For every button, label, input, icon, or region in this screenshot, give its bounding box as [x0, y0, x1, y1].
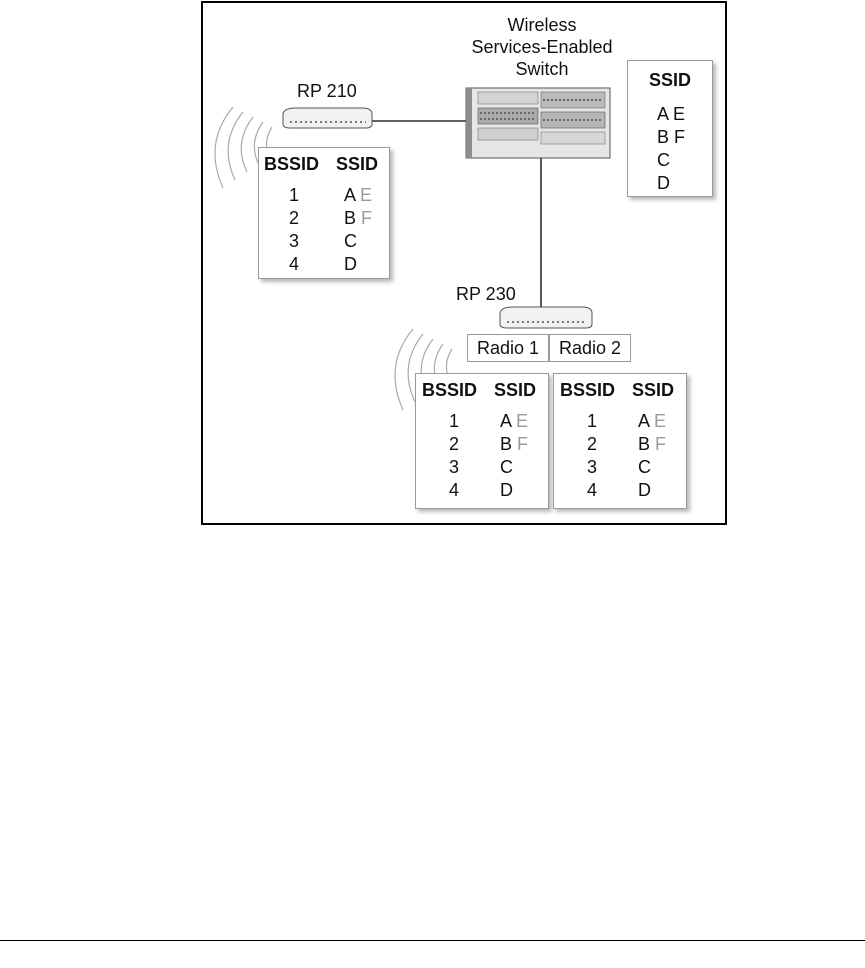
rp230-device — [499, 306, 593, 329]
ssid-extra-dimmed: F — [517, 434, 529, 454]
rp210-device — [282, 107, 373, 129]
switch-title: Wireless Services-Enabled Switch — [447, 14, 637, 80]
ssid-value: A — [500, 411, 512, 431]
ssid-value: A — [638, 411, 650, 431]
radio2-table-card: BSSID SSID 1 A E 2 B F 3 C 4 D — [553, 373, 687, 509]
switch-ssid-row: B F — [657, 127, 686, 147]
rp210-table-card: BSSID SSID 1 A E 2 B F 3 C 4 D — [258, 147, 390, 279]
ssid-extra-dimmed: F — [361, 208, 373, 228]
bssid-header: BSSID — [264, 154, 320, 174]
switch-title-line: Switch — [515, 59, 569, 79]
ssid-extra-dimmed: E — [516, 411, 529, 431]
switch-ssid-row: D — [657, 173, 670, 193]
ssid-cell: A E — [344, 185, 372, 206]
bssid-cell: 4 — [289, 254, 300, 274]
rp210-label: RP 210 — [297, 81, 357, 101]
ssid-cell: C — [638, 457, 651, 477]
switch-ssid-row: C — [657, 150, 670, 170]
ssid-cell: C — [344, 231, 357, 251]
bssid-header: BSSID — [560, 380, 616, 400]
ssid-header: SSID — [336, 154, 379, 174]
ssid-cell: D — [500, 480, 513, 500]
ssid-extra-dimmed: E — [360, 185, 373, 205]
ssid-value: B — [638, 434, 651, 454]
bssid-cell: 2 — [587, 434, 598, 454]
ssid-value: B — [500, 434, 513, 454]
bssid-cell: 2 — [449, 434, 460, 454]
ssid-value: B — [344, 208, 357, 228]
ssid-cell: C — [500, 457, 513, 477]
page-bottom-rule — [0, 940, 865, 941]
bssid-cell: 3 — [449, 457, 460, 477]
radio1-table-card: BSSID SSID 1 A E 2 B F 3 C 4 D — [415, 373, 549, 509]
switch-ssid-card: SSID A E B F C D — [627, 60, 713, 197]
radio2-label: Radio 2 — [549, 334, 631, 362]
rp230-label: RP 230 — [456, 284, 516, 304]
bssid-cell: 1 — [587, 411, 598, 431]
switch-ssid-row: A E — [657, 104, 686, 124]
switch-ssid-header: SSID — [649, 70, 692, 90]
ssid-value: A — [344, 185, 356, 205]
ssid-extra-dimmed: F — [655, 434, 667, 454]
bssid-cell: 3 — [289, 231, 300, 251]
ssid-cell: D — [344, 254, 357, 274]
bssid-cell: 1 — [289, 185, 300, 205]
radio1-label: Radio 1 — [467, 334, 549, 362]
ssid-cell: D — [638, 480, 651, 500]
bssid-cell: 4 — [449, 480, 460, 500]
ssid-cell: A E — [500, 411, 528, 432]
ssid-header: SSID — [494, 380, 537, 400]
ssid-cell: A E — [638, 411, 666, 432]
switch-title-line: Wireless — [507, 15, 577, 35]
ssid-cell: B F — [638, 434, 666, 455]
ssid-cell: B F — [344, 208, 372, 229]
bssid-cell: 4 — [587, 480, 598, 500]
bssid-cell: 3 — [587, 457, 598, 477]
bssid-header: BSSID — [422, 380, 478, 400]
switch-device — [465, 87, 611, 159]
ssid-header: SSID — [632, 380, 675, 400]
bssid-cell: 2 — [289, 208, 300, 228]
ssid-cell: B F — [500, 434, 528, 455]
switch-title-line: Services-Enabled — [471, 37, 613, 57]
ssid-extra-dimmed: E — [654, 411, 667, 431]
bssid-cell: 1 — [449, 411, 460, 431]
